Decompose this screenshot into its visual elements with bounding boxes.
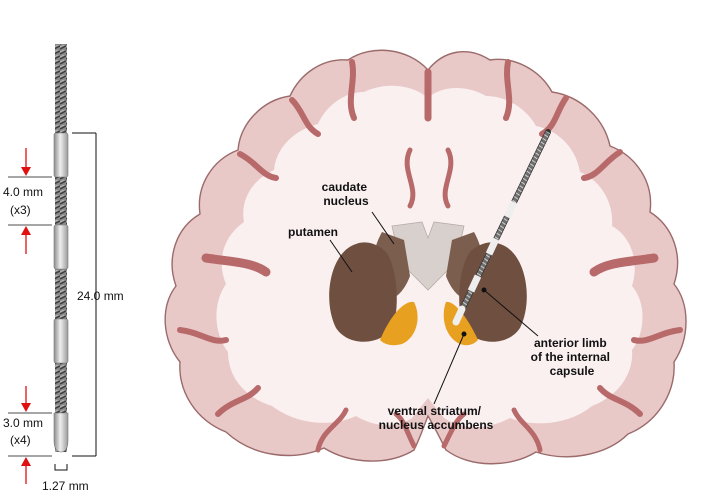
spacing-count: (x3) bbox=[10, 203, 31, 217]
electrode-contact-2 bbox=[54, 225, 68, 269]
electrode-contact-3 bbox=[54, 319, 68, 363]
diameter-bracket bbox=[55, 464, 67, 470]
brain-section: caudate nucleus putamen anterior limb of… bbox=[165, 50, 686, 463]
electrode-tip bbox=[54, 413, 68, 452]
dbs-electrode bbox=[54, 44, 68, 452]
electrode-contact-1 bbox=[54, 133, 68, 177]
spacing-markers bbox=[8, 148, 52, 254]
contact-length-count: (x4) bbox=[10, 433, 31, 447]
diameter-label: 1.27 mm bbox=[42, 479, 89, 493]
ventral-striatum-label: ventral striatum/ nucleus accumbens bbox=[379, 404, 494, 432]
contact-length-label: 3.0 mm bbox=[3, 416, 43, 430]
span-label: 24.0 mm bbox=[77, 289, 124, 303]
caudate-label: caudate nucleus bbox=[322, 180, 371, 208]
putamen-label: putamen bbox=[288, 225, 338, 239]
spacing-label: 4.0 mm bbox=[3, 185, 43, 199]
